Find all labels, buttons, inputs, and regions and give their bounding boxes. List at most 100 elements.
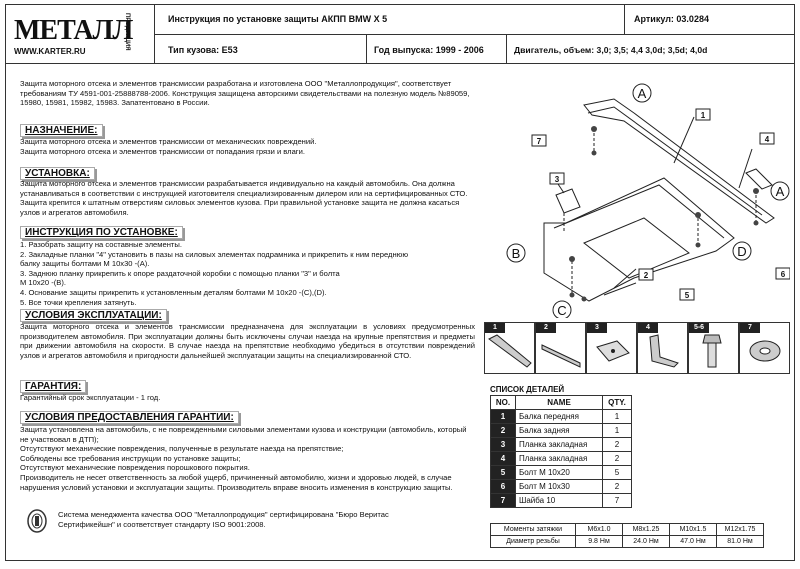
install-text: Защита моторного отсека и элементов тран… bbox=[20, 179, 468, 217]
instruction-step: 4. Основание защиты прикрепить к установ… bbox=[20, 287, 327, 297]
parts-list-title: СПИСОК ДЕТАЛЕЙ bbox=[490, 385, 565, 394]
warranty-term: Отсутствуют механические повреждения, по… bbox=[20, 444, 344, 454]
certification-seal-icon bbox=[27, 509, 47, 533]
part-tile-1: 1 bbox=[484, 322, 535, 374]
callout-c: C bbox=[557, 303, 566, 318]
part-qty: 2 bbox=[602, 479, 632, 494]
washer-icon bbox=[749, 340, 781, 362]
part-tile-label: 4 bbox=[638, 323, 658, 333]
bolt-icon bbox=[702, 334, 722, 368]
production-years: Год выпуска: 1999 - 2006 bbox=[374, 45, 484, 55]
assembly-diagram: A A B C D 1 2 3 4 5 6 7 bbox=[506, 83, 790, 318]
purpose-heading: НАЗНАЧЕНИЕ: bbox=[20, 124, 103, 137]
body-type: Тип кузова: E53 bbox=[168, 45, 238, 55]
warranty-term: Отсутствуют механические повреждения пор… bbox=[20, 463, 250, 473]
warranty-terms-text: Защита установлена на автомобиль, с не п… bbox=[20, 425, 475, 492]
warranty-terms-heading: УСЛОВИЯ ПРЕДОСТАВЛЕНИЯ ГАРАНТИИ: bbox=[20, 411, 239, 424]
part-name: Балка задняя bbox=[515, 423, 603, 438]
logo-url: WWW.KARTER.RU bbox=[14, 47, 86, 56]
part-no: 3 bbox=[490, 437, 516, 452]
instruction-step: М 10х20 -(В). bbox=[20, 278, 66, 288]
part-tile-label: 1 bbox=[485, 323, 505, 333]
part-tile-label: 7 bbox=[740, 323, 760, 333]
instruction-sheet: МЕТАЛЛ WWW.KARTER.RU ПРОДУКЦИЯ Инструкци… bbox=[5, 4, 795, 561]
part-number-tag: 6 bbox=[781, 270, 786, 279]
part-qty: 2 bbox=[602, 437, 632, 452]
column-header: NAME bbox=[515, 395, 603, 410]
part-qty: 2 bbox=[602, 451, 632, 466]
torque-cell: М8х1.25 bbox=[622, 523, 670, 536]
part-no: 4 bbox=[490, 451, 516, 466]
warranty-term: Соблюдены все требования инструкции по у… bbox=[20, 453, 241, 463]
instructions-heading: ИНСТРУКЦИЯ ПО УСТАНОВКЕ: bbox=[20, 226, 183, 239]
base-plate-shape bbox=[543, 177, 735, 302]
torque-cell: М12х1.75 bbox=[716, 523, 764, 536]
torque-cell: 9.8 Нм bbox=[575, 535, 623, 548]
part-tile-label: 2 bbox=[536, 323, 556, 333]
callout-d: D bbox=[737, 244, 746, 259]
certification-text: Система менеджмента качества ООО "Металл… bbox=[58, 510, 478, 529]
rear-beam-icon bbox=[541, 344, 581, 368]
instruction-step: 2. Закладные планки "4" установить в паз… bbox=[20, 249, 409, 259]
warranty-heading: ГАРАНТИЯ: bbox=[20, 380, 87, 393]
logo-text: МЕТАЛЛ bbox=[14, 15, 133, 46]
operation-heading: УСЛОВИЯ ЭКСПЛУАТАЦИИ: bbox=[20, 309, 167, 322]
header: МЕТАЛЛ WWW.KARTER.RU ПРОДУКЦИЯ Инструкци… bbox=[6, 5, 794, 64]
purpose-text: Защита моторного отсека и элементов тран… bbox=[20, 137, 475, 156]
warranty-term: Защита установлена на автомобиль, с не п… bbox=[20, 425, 467, 444]
plank-block-icon bbox=[596, 340, 630, 362]
part-no: 6 bbox=[490, 479, 516, 494]
part-name: Шайба 10 bbox=[515, 493, 603, 508]
instructions-list: 1. Разобрать защиту на составные элемент… bbox=[20, 240, 475, 307]
part-no: 1 bbox=[490, 409, 516, 424]
engine-list: Двигатель, объем: 3,0; 3,5; 4,4 3,0d; 3,… bbox=[514, 45, 708, 55]
part-name: Балка передняя bbox=[515, 409, 603, 424]
callout-a: A bbox=[638, 86, 647, 101]
part-qty: 5 bbox=[602, 465, 632, 480]
instruction-step: 1. Разобрать защиту на составные элемент… bbox=[20, 240, 182, 249]
install-heading: УСТАНОВКА: bbox=[20, 167, 95, 180]
torque-cell: 81.0 Нм bbox=[716, 535, 764, 548]
part-tile-5-6: 5-6 bbox=[688, 322, 739, 374]
torque-cell: Диаметр резьбы bbox=[490, 535, 576, 548]
column-header: NO. bbox=[490, 395, 516, 410]
instruction-step: 3. Заднюю планку прикрепить к опоре разд… bbox=[20, 268, 340, 278]
purpose-line: Защита моторного отсека и элементов тран… bbox=[20, 137, 317, 146]
callout-a: A bbox=[776, 184, 785, 199]
warranty-text: Гарантийный срок эксплуатации - 1 год. bbox=[20, 393, 161, 402]
column-header: QTY. bbox=[602, 395, 632, 410]
torque-row: Моменты затяжки М6х1.0 М8х1.25 М10х1.5 М… bbox=[490, 523, 764, 536]
part-number-tag: 4 bbox=[765, 135, 770, 144]
torque-cell: 24.0 Нм bbox=[622, 535, 670, 548]
torque-cell: М6х1.0 bbox=[575, 523, 623, 536]
part-tile-7: 7 bbox=[739, 322, 790, 374]
part-tile-label: 3 bbox=[587, 323, 607, 333]
part-name: Планка закладная bbox=[515, 437, 603, 452]
part-number-tag: 7 bbox=[537, 137, 542, 146]
part-tile-2: 2 bbox=[535, 322, 586, 374]
part-tile-3: 3 bbox=[586, 322, 637, 374]
torque-cell: М10х1.5 bbox=[669, 523, 717, 536]
part-no: 2 bbox=[490, 423, 516, 438]
callout-b: B bbox=[512, 246, 521, 261]
torque-row: Диаметр резьбы 9.8 Нм 24.0 Нм 47.0 Нм 81… bbox=[490, 535, 764, 548]
warranty-term: Производитель не несет ответственность з… bbox=[20, 472, 453, 492]
torque-table: Моменты затяжки М6х1.0 М8х1.25 М10х1.5 М… bbox=[490, 523, 764, 548]
certification-line: Система менеджмента качества ООО "Металл… bbox=[58, 510, 389, 519]
front-beam-icon bbox=[488, 334, 532, 368]
part-qty: 1 bbox=[602, 423, 632, 438]
document-title: Инструкция по установке защиты АКПП BMW … bbox=[168, 14, 388, 24]
front-beam-shape bbox=[583, 98, 775, 224]
part-qty: 1 bbox=[602, 409, 632, 424]
part-no: 5 bbox=[490, 465, 516, 480]
purpose-line: Защита моторного отсека и элементов тран… bbox=[20, 146, 305, 156]
torque-cell: Моменты затяжки bbox=[490, 523, 576, 536]
part-tile-4: 4 bbox=[637, 322, 688, 374]
